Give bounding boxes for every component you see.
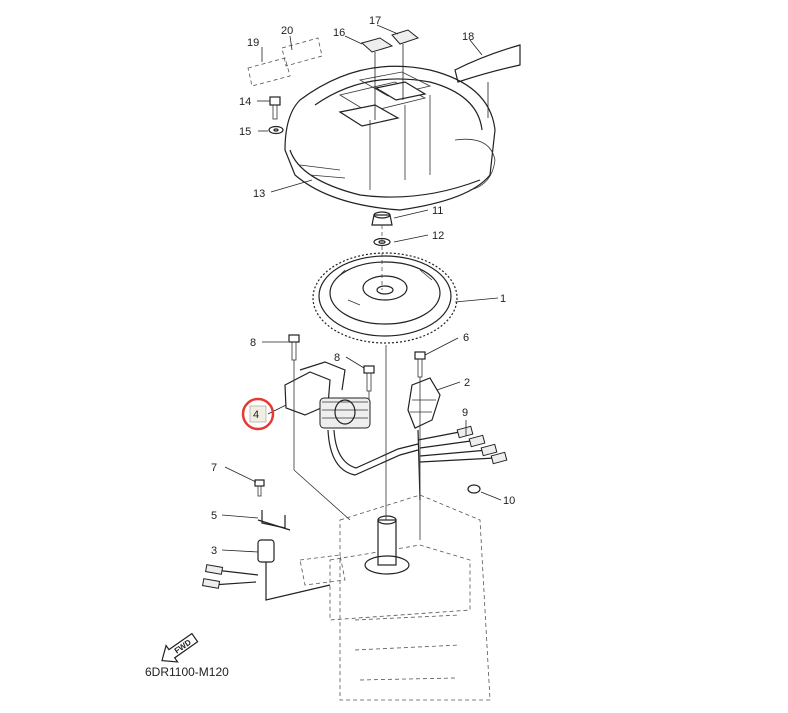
callout-1: 1 bbox=[500, 293, 506, 305]
assembly-guide-lines bbox=[293, 345, 421, 540]
bolt-8-left[interactable] bbox=[288, 334, 300, 361]
callout-13: 13 bbox=[253, 188, 265, 200]
grommet-10[interactable] bbox=[467, 484, 481, 494]
callout-8-left: 8 bbox=[250, 337, 256, 349]
callout-19: 19 bbox=[247, 37, 259, 49]
callout-labels: 20 19 16 17 18 14 15 13 11 12 1 8 8 6 2 … bbox=[211, 15, 515, 557]
decal-19[interactable] bbox=[247, 57, 291, 87]
flywheel[interactable] bbox=[312, 252, 458, 344]
callout-12: 12 bbox=[432, 230, 444, 242]
screw-7[interactable] bbox=[254, 479, 265, 497]
callout-9: 9 bbox=[462, 407, 468, 419]
callout-18: 18 bbox=[462, 31, 474, 43]
bolt-14[interactable] bbox=[269, 96, 281, 120]
callout-5: 5 bbox=[211, 510, 217, 522]
fwd-arrow-icon: FWD bbox=[161, 632, 199, 663]
callout-20: 20 bbox=[281, 25, 293, 37]
flywheel-cover[interactable] bbox=[284, 65, 496, 211]
decal-17[interactable] bbox=[391, 29, 420, 45]
callout-8-mid: 8 bbox=[334, 352, 340, 364]
washer-15[interactable] bbox=[268, 125, 284, 135]
bolt-6[interactable] bbox=[414, 351, 426, 378]
bracket-5[interactable] bbox=[257, 510, 291, 531]
callout-15: 15 bbox=[239, 126, 251, 138]
callout-14: 14 bbox=[239, 96, 251, 108]
callout-2: 2 bbox=[464, 377, 470, 389]
decal-20[interactable] bbox=[281, 37, 323, 67]
callout-7: 7 bbox=[211, 462, 217, 474]
callout-17: 17 bbox=[369, 15, 381, 27]
callout-6: 6 bbox=[463, 332, 469, 344]
leader-lines bbox=[221, 24, 502, 553]
decal-16[interactable] bbox=[360, 37, 394, 53]
diagram-id: 6DR1100-M120 bbox=[145, 665, 229, 679]
callout-10: 10 bbox=[503, 495, 515, 507]
callout-16: 16 bbox=[333, 27, 345, 39]
bolt-8-mid[interactable] bbox=[363, 365, 375, 392]
highlight-part-4[interactable] bbox=[241, 397, 275, 431]
sensor-3[interactable] bbox=[202, 539, 331, 601]
wire-harness-9[interactable] bbox=[327, 425, 508, 501]
callout-3: 3 bbox=[211, 545, 217, 557]
decal-18[interactable] bbox=[454, 44, 521, 118]
pulser-coil-2[interactable] bbox=[407, 377, 441, 429]
engine-block bbox=[299, 494, 491, 701]
callout-11: 11 bbox=[432, 205, 443, 217]
nut-11[interactable] bbox=[371, 211, 393, 226]
stator-coil-4[interactable] bbox=[284, 361, 371, 429]
callout-4: 4 bbox=[253, 409, 259, 421]
